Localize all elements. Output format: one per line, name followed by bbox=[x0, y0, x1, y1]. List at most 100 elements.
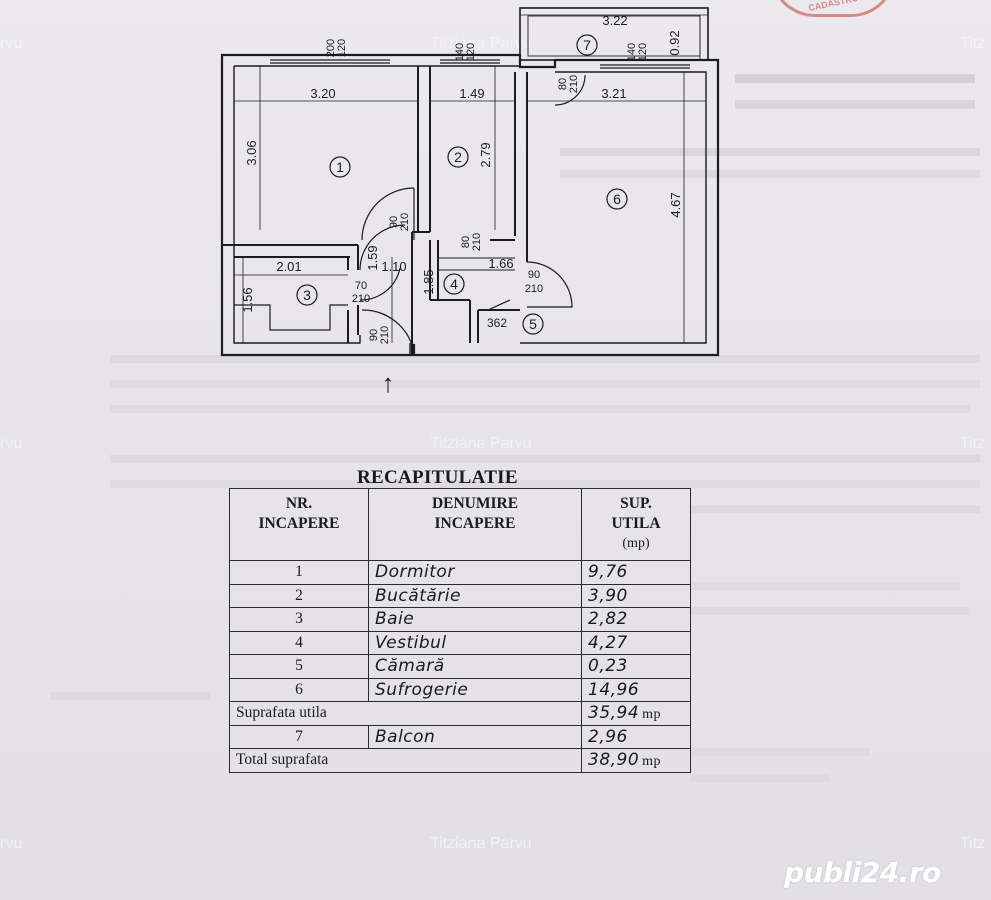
watermark: Titziana Parvu bbox=[430, 435, 532, 452]
door-7-width: 80 bbox=[557, 78, 569, 90]
watermark: Titz bbox=[960, 35, 986, 52]
watermark: rvu bbox=[0, 435, 23, 452]
inner-outline-path bbox=[233, 65, 707, 355]
table-row: 7 Balcon 2,96 bbox=[229, 724, 691, 749]
window-2-width: 140 bbox=[454, 43, 466, 61]
watermark: rvu bbox=[0, 35, 23, 52]
door-3-height: 210 bbox=[352, 293, 370, 305]
dimension-lines bbox=[234, 14, 708, 343]
row-area: 9,76 bbox=[581, 560, 691, 585]
entrance-arrow: ↑ bbox=[382, 368, 395, 398]
table-row: 4 Vestibul 4,27 bbox=[229, 630, 691, 655]
room-circles bbox=[296, 34, 628, 335]
door-7-height: 210 bbox=[568, 75, 580, 93]
dim-room6-height: 4.67 bbox=[668, 192, 683, 217]
total-area-label: Total suprafata bbox=[229, 748, 582, 773]
room-4-number: 4 bbox=[450, 276, 458, 292]
door-1-height: 210 bbox=[399, 213, 411, 231]
window-1-width: 200 bbox=[325, 39, 337, 57]
dim-room6-width: 3.21 bbox=[601, 86, 626, 101]
recap-title: RECAPITULATIE bbox=[357, 467, 518, 488]
row-area: 2,82 bbox=[581, 607, 691, 632]
table-row: 5 Cămară 0,23 bbox=[229, 654, 691, 679]
row-name: Balcon bbox=[368, 724, 582, 749]
row-name: Cămară bbox=[368, 654, 582, 679]
dim-hall-h1: 1.59 bbox=[365, 245, 380, 270]
dim-room1-width: 3.20 bbox=[310, 86, 335, 101]
row-name: Dormitor bbox=[368, 560, 582, 585]
row-nr: 4 bbox=[229, 630, 369, 655]
door-entry-width: 90 bbox=[368, 329, 380, 341]
row-area: 14,96 bbox=[581, 677, 691, 702]
row-area: 0,23 bbox=[581, 654, 691, 679]
useful-area-label: Suprafata utila bbox=[229, 701, 582, 726]
window-1-height: 120 bbox=[336, 39, 348, 57]
interior-walls bbox=[222, 66, 528, 345]
dim-room4-width: 1.66 bbox=[488, 256, 513, 271]
room-6-number: 6 bbox=[613, 191, 621, 207]
row-name: Vestibul bbox=[368, 630, 582, 655]
row-name: Baie bbox=[368, 607, 582, 632]
door-6-width: 90 bbox=[528, 269, 540, 281]
room-3-number: 3 bbox=[303, 287, 311, 303]
floor-plan: 1 2 3 4 5 6 7 3.22 0.92 3.20 1.49 3.21 3… bbox=[220, 7, 720, 398]
door-2-width: 80 bbox=[460, 236, 472, 248]
row-area: 3,90 bbox=[581, 583, 691, 608]
row-area: 2,96 bbox=[581, 724, 691, 749]
watermark: rvu bbox=[0, 835, 23, 852]
door-entry-height: 210 bbox=[379, 326, 391, 344]
row-name: Sufrogerie bbox=[368, 677, 582, 702]
room-3-marker bbox=[296, 284, 318, 306]
table-row: 3 Baie 2,82 bbox=[229, 607, 691, 632]
watermark: Titziana Parvu bbox=[430, 835, 532, 852]
door-6-height: 210 bbox=[525, 283, 543, 295]
outer-wall-path bbox=[220, 53, 720, 357]
row-name: Bucătărie bbox=[368, 583, 582, 608]
door-swings bbox=[359, 74, 586, 346]
room-5-marker bbox=[522, 313, 544, 335]
dim-room3-height: 1.56 bbox=[240, 287, 255, 312]
window-3-height: 120 bbox=[637, 43, 649, 61]
door-1-width: 90 bbox=[388, 216, 400, 228]
room-7-number: 7 bbox=[583, 37, 591, 53]
room-4-marker bbox=[443, 273, 465, 295]
door-2-height: 210 bbox=[471, 233, 483, 251]
row-nr: 6 bbox=[229, 677, 369, 702]
row-nr: 1 bbox=[229, 560, 369, 585]
dim-hall-h2: 1.85 bbox=[421, 269, 436, 294]
room-1-marker bbox=[329, 156, 351, 178]
room-1-number: 1 bbox=[336, 159, 344, 175]
row-nr: 2 bbox=[229, 583, 369, 608]
room-2-number: 2 bbox=[454, 149, 462, 165]
header-area: SUP.UTILA (mp) bbox=[581, 488, 691, 561]
table-row: 2 Bucătărie 3,90 bbox=[229, 583, 691, 608]
dim-hall-width: 1.10 bbox=[381, 259, 406, 274]
row-area: 4,27 bbox=[581, 630, 691, 655]
outer-walls bbox=[220, 53, 720, 357]
publi24-logo: publi24.ro bbox=[784, 856, 941, 889]
room-2-marker bbox=[447, 146, 469, 168]
room-5-number: 5 bbox=[529, 316, 537, 332]
row-nr: 7 bbox=[229, 724, 369, 749]
dim-balcony-width: 3.22 bbox=[602, 13, 627, 28]
row-nr: 3 bbox=[229, 607, 369, 632]
dim-balcony-depth: 0.92 bbox=[667, 30, 682, 55]
watermark: Titz bbox=[960, 435, 986, 452]
watermark: Titziana Parvu bbox=[430, 35, 532, 52]
room-7-marker bbox=[576, 34, 598, 56]
dim-room2-height: 2.79 bbox=[478, 142, 493, 167]
dim-room1-height: 3.06 bbox=[244, 140, 259, 165]
door-3-width: 70 bbox=[355, 280, 367, 292]
dim-room5-size: 362 bbox=[487, 316, 507, 330]
dim-room2-width: 1.49 bbox=[459, 86, 484, 101]
watermark: Titz bbox=[960, 835, 986, 852]
header-nr: NR.INCAPERE bbox=[229, 488, 369, 561]
table-row: 1 Dormitor 9,76 bbox=[229, 560, 691, 585]
